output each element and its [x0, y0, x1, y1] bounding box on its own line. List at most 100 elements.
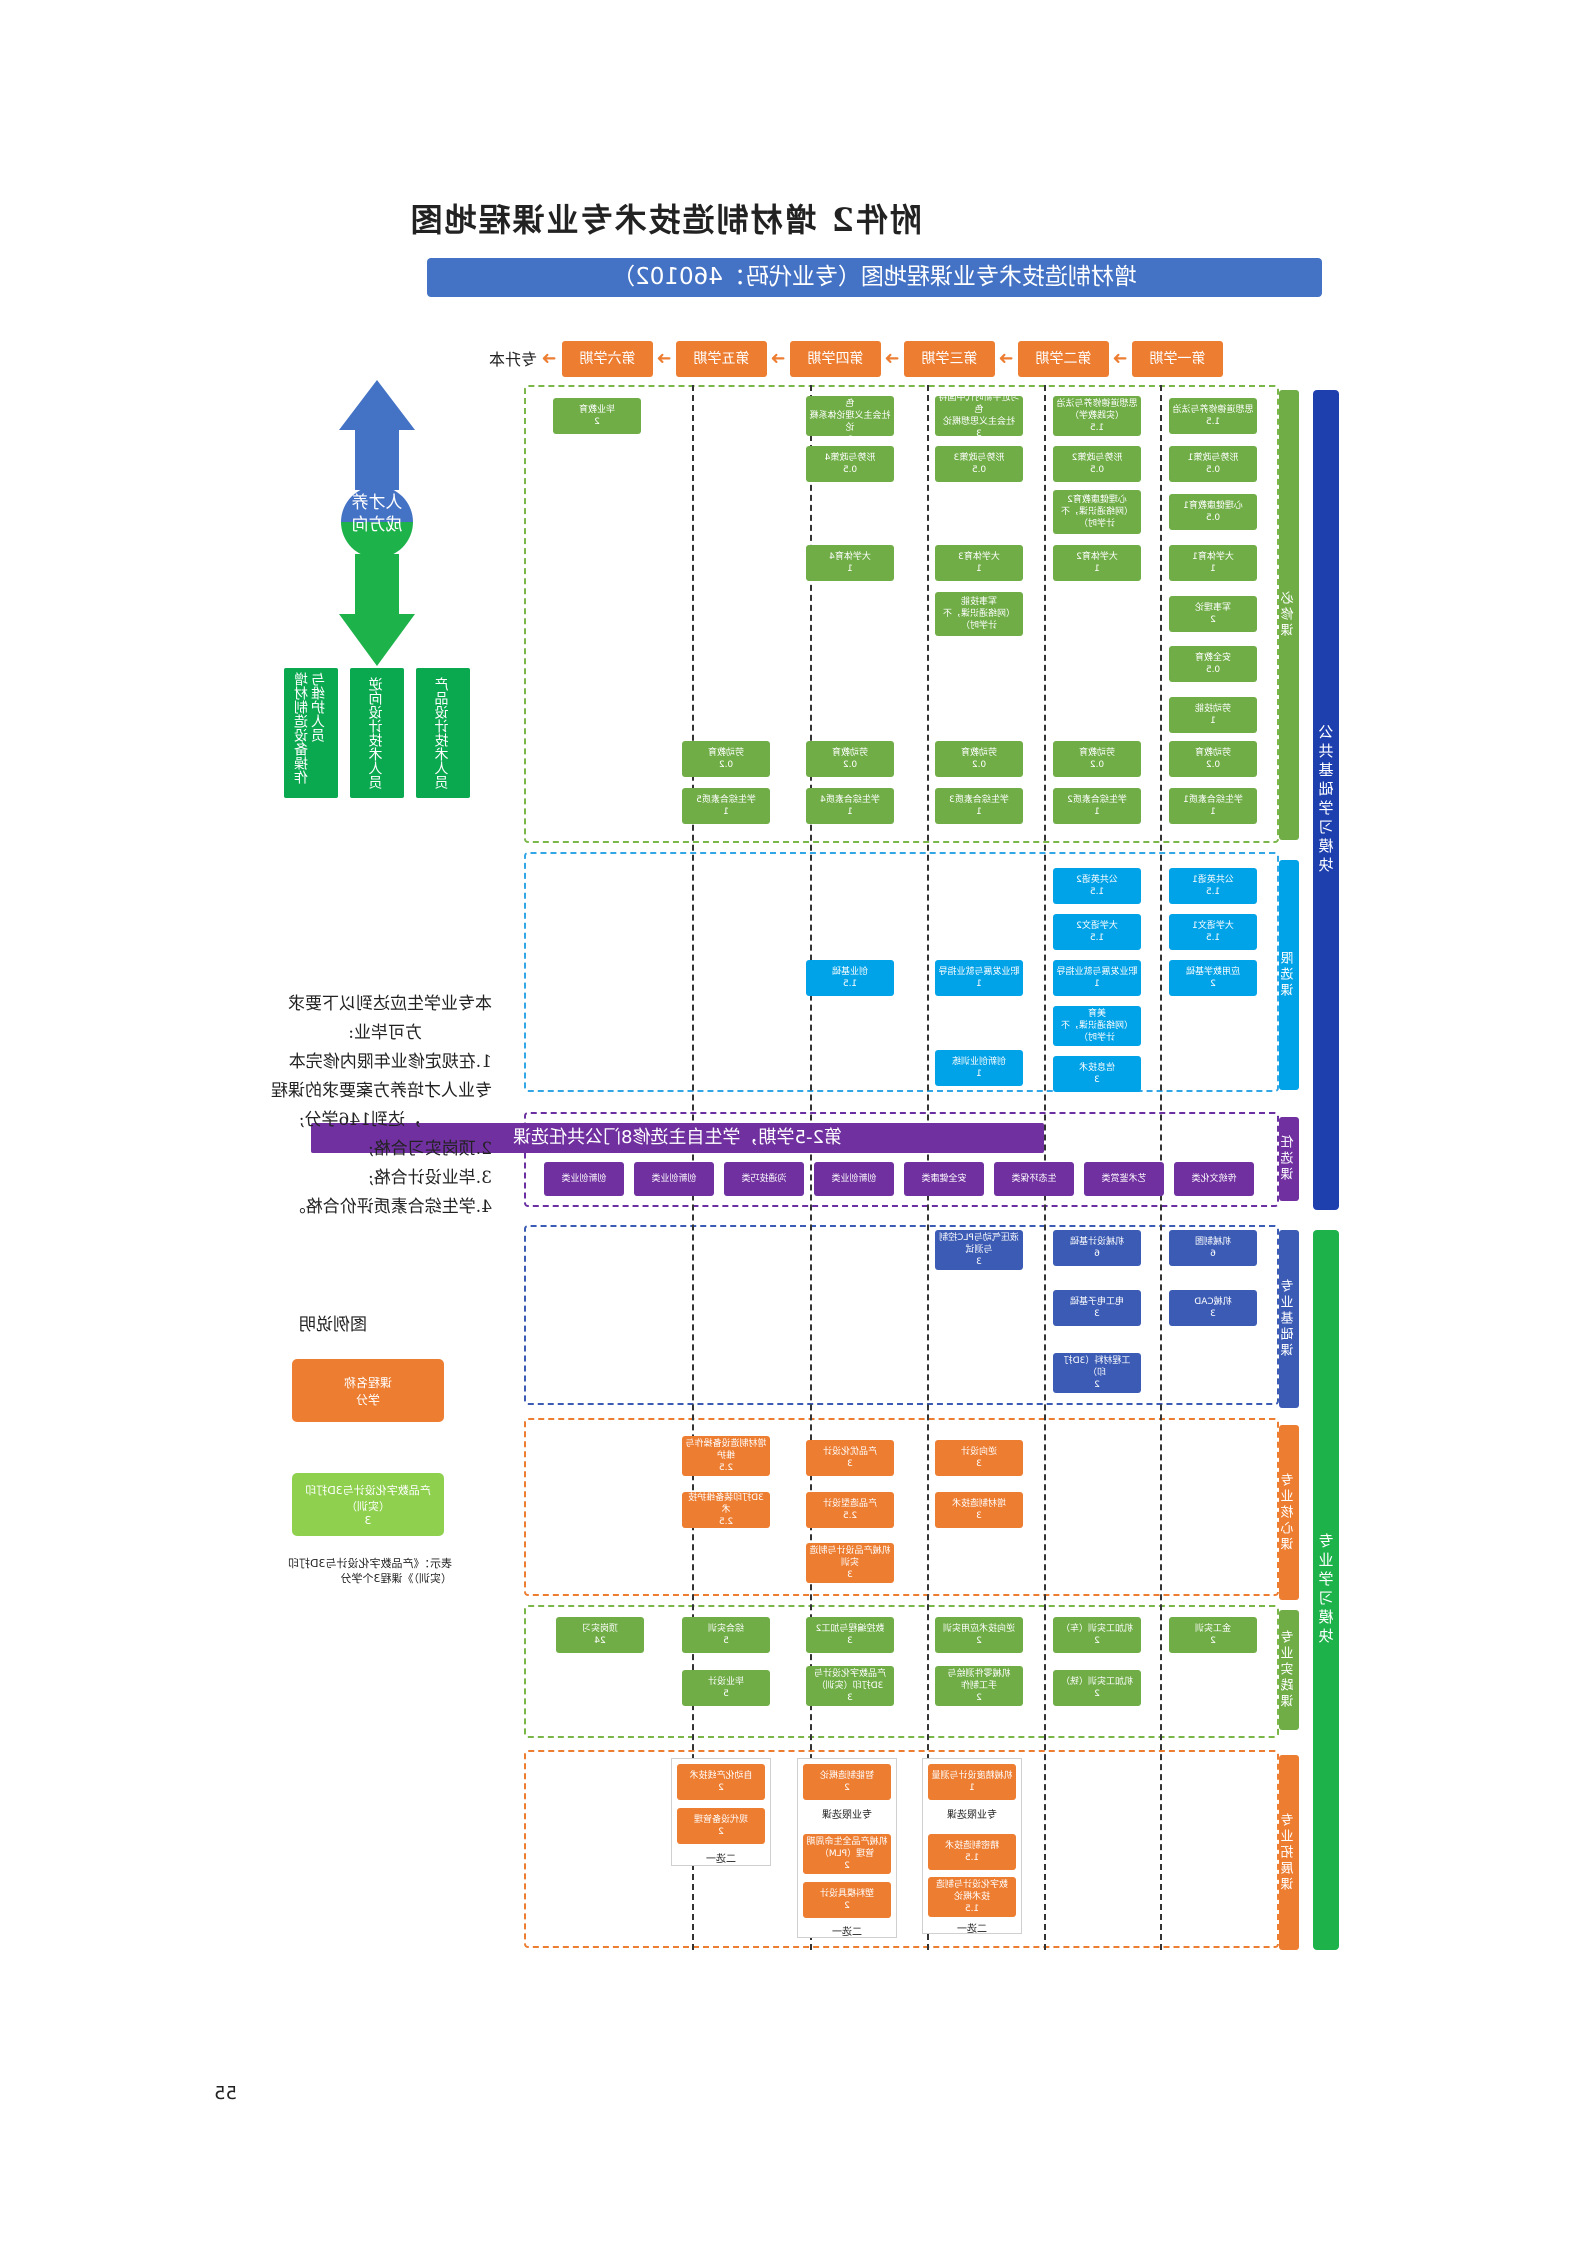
arrow-icon: ➜	[998, 348, 1014, 369]
tab-required: 必修课	[1279, 390, 1299, 840]
elective-box: 创新创业类	[544, 1162, 624, 1196]
tab-basic: 专业基础课	[1279, 1230, 1299, 1408]
legend-green-box: 产品数字化设计与3D打印（实训）3	[292, 1473, 444, 1536]
elective-box: 安全健康类	[904, 1162, 984, 1196]
tab-limited: 限选课	[1279, 860, 1299, 1090]
upgrade-label: 专升本	[488, 350, 537, 369]
elective-box: 传统文化类	[1174, 1162, 1254, 1196]
note-line: 方可毕业:	[348, 1023, 422, 1043]
elective-box: 沟通技巧类	[724, 1162, 804, 1196]
page-title: 附件2 增材制造技术专业课程地图	[408, 201, 922, 239]
semester-1: 第一学期	[1132, 341, 1223, 377]
map-banner: 增材制造技术专业课程地图（专业代码：460102）	[427, 258, 1322, 297]
course-box: 军事技能（网络通识课，不计学时）	[935, 592, 1023, 636]
course-box: 美育（网络通识课，不计学时）	[1053, 1006, 1141, 1046]
elective-box: 生态环保类	[994, 1162, 1074, 1196]
note-line: ，达到146学分;	[298, 1110, 422, 1130]
course-box: 毛泽东思想和中国特色社会主义理论体系概论2	[806, 396, 894, 436]
legend-orange-box: 课程名称学分	[292, 1359, 444, 1422]
zone-core	[524, 1418, 1279, 1596]
page-number: 55	[214, 2083, 237, 2104]
graduation-notes: 本专业学生应达到以下要求 方可毕业: 1.在规定修业年限内修完本 专业人才培养方…	[237, 990, 492, 1222]
legend-description: 表示：《产品数字化设计与3D打印（实训）》课程3个学分	[288, 1557, 452, 1585]
zone-basic	[524, 1225, 1279, 1405]
legend-title: 图例说明	[299, 1315, 367, 1335]
arrow-icon: ➜	[541, 348, 557, 369]
tab-elective: 任选课	[1279, 1117, 1299, 1201]
zone-expand	[524, 1750, 1279, 1948]
tab-expand: 专业拓展课	[1279, 1755, 1299, 1950]
frame-label: 二选一	[706, 1854, 736, 1865]
goal-product-designer: 产品设计技术人员	[416, 668, 470, 798]
tab-practice: 专业实践课	[1279, 1610, 1299, 1730]
note-line: 1.在规定修业年限内修完本	[288, 1052, 492, 1072]
note-line: 2.顶岗实习合格;	[368, 1139, 492, 1159]
elective-box: 创新创业类	[634, 1162, 714, 1196]
course-box: 工程材料（3D打印）2	[1053, 1353, 1141, 1393]
direction-label: 人才养成方向	[351, 493, 403, 535]
tab-core: 专业核心课	[1279, 1425, 1299, 1600]
course-box: 机加工实训（铣）2	[1053, 1670, 1141, 1706]
zone-required	[524, 385, 1279, 843]
arrow-icon: ➜	[1112, 348, 1128, 369]
direction-arrow-graphic	[339, 380, 415, 666]
arrow-icon: ➜	[656, 348, 672, 369]
goal-reverse-designer: 逆向设计技术人员	[350, 668, 404, 798]
course-box: 心理健康教育2（网络通识课，不计学时）	[1053, 490, 1141, 534]
goal-equipment-operator: 增材制造设备操作与维护人员	[284, 668, 338, 798]
arrow-icon: ➜	[770, 348, 786, 369]
frame-label: 专业限选课	[822, 1810, 872, 1821]
course-box: 机加工实训（车）2	[1053, 1617, 1141, 1653]
elective-box: 创新创业类	[814, 1162, 894, 1196]
semester-5: 第五学期	[676, 341, 767, 377]
semester-4: 第四学期	[790, 341, 881, 377]
sidebar-major: 专业学习模块	[1313, 1230, 1339, 1950]
